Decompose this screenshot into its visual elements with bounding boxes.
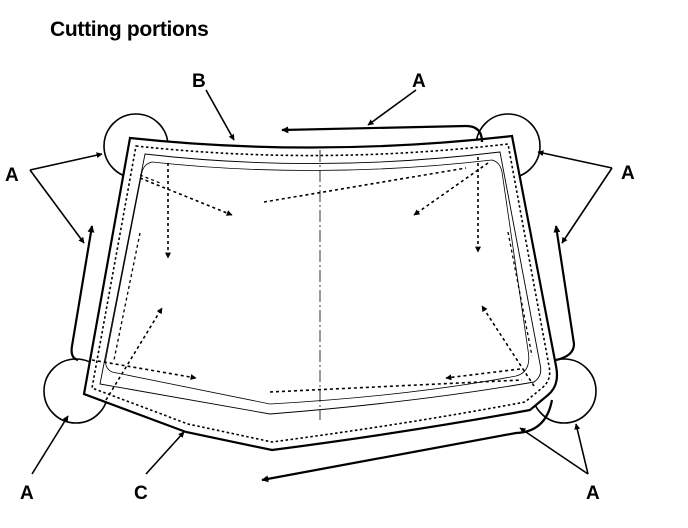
page-title: Cutting portions (50, 18, 209, 41)
cutting-direction-arrows (91, 157, 535, 401)
cut-paths (70, 124, 576, 483)
cut-path-bottom (261, 399, 554, 483)
label-c: C (134, 483, 148, 504)
molding-line (91, 143, 551, 443)
label-a-right: A (621, 163, 635, 184)
inner-thin-line (99, 151, 542, 415)
label-a-left: A (5, 165, 19, 186)
cut-path-left (70, 225, 95, 362)
label-a-top: A (412, 71, 426, 92)
edge-guide-dashes (113, 174, 533, 361)
label-b: B (192, 71, 206, 92)
arrow-bottom-right-left (445, 368, 521, 381)
leader-lines (29, 89, 613, 475)
label-a-bottom-right: A (586, 483, 600, 504)
arrow-bottom-center (269, 379, 523, 393)
label-a-bottom-left: A (20, 483, 34, 504)
arrow-top-center-right (263, 167, 467, 203)
cut-path-right (553, 225, 576, 362)
arrow-bottom-right-up (481, 305, 535, 387)
cut-path-top (281, 124, 484, 143)
windshield-outline (82, 134, 559, 452)
arrow-top-left-diag (139, 177, 233, 216)
